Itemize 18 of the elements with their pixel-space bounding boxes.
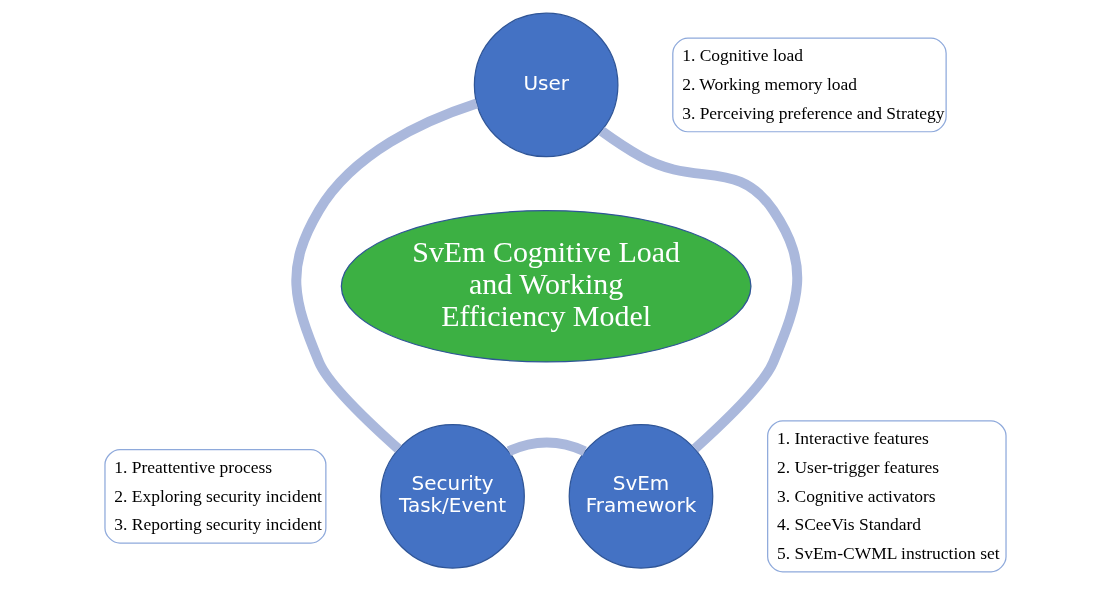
node-label: 3. Perceiving preference and Strategy [681, 102, 945, 123]
node-label: 1. Preattentive process [113, 456, 272, 477]
connector [506, 437, 587, 456]
connector [598, 127, 802, 453]
node-circle: SvEm Framework [568, 423, 713, 569]
node-label: 5. SvEm-CWML instruction set [776, 542, 1000, 563]
connector [290, 98, 478, 453]
node-label: 4. SCeeVis Standard [776, 514, 921, 535]
node-circle: User [473, 12, 619, 158]
node-label: 2. User-trigger features [776, 456, 939, 477]
node-circle: Security Task/Event [379, 423, 525, 569]
node-label: 2. Exploring security incident [113, 485, 322, 506]
node-label: 3. Reporting security incident [113, 514, 322, 535]
node-label: 3. Cognitive activators [776, 485, 936, 506]
node-label: 1. Cognitive load [681, 45, 803, 66]
node-label: 2. Working memory load [681, 74, 857, 95]
node-ellipse: SvEm Cognitive Load and Working Efficiency Model [340, 210, 752, 363]
node-label: 1. Interactive features [776, 428, 929, 449]
